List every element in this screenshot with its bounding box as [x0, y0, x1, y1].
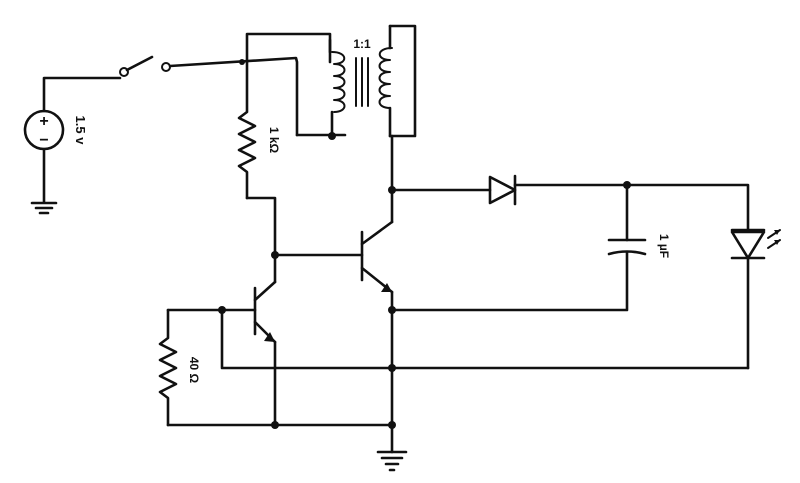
rectifier-diode — [488, 174, 517, 206]
transistor-q1 — [253, 280, 277, 344]
capacitor-value-label: 1 µF — [657, 234, 671, 258]
resistor-1k: 1 kΩ — [237, 60, 281, 200]
resistor-40-label: 40 Ω — [187, 357, 201, 384]
spst-switch — [119, 55, 171, 77]
junction-primary-left — [239, 59, 245, 65]
capacitor-1uf: 1 µF — [390, 183, 671, 312]
junction-return-crossing — [388, 364, 396, 372]
wire-base-to-led-return — [220, 308, 750, 370]
ground-symbol-main — [376, 450, 408, 472]
light-emitting-diode — [730, 228, 781, 370]
resistor-40: 40 Ω — [158, 308, 201, 427]
transistor-q2 — [360, 220, 394, 294]
junction-ground-q1 — [271, 421, 279, 429]
light-rays-icon — [767, 229, 781, 249]
battery-minus-sign: − — [39, 132, 48, 149]
ground-symbol-battery — [30, 201, 58, 215]
transformer-ratio-label: 1:1 — [353, 37, 371, 51]
battery-voltage-label: 1.5 v — [73, 116, 88, 146]
resistor-1k-label: 1 kΩ — [267, 127, 281, 154]
junction-transformer-bottom — [328, 132, 336, 140]
wire-resistor-to-base-node — [245, 196, 277, 257]
transformer-1-1: 1:1 — [245, 24, 417, 138]
wire-diode-to-led — [513, 183, 750, 232]
battery-source: + − 1.5 v — [23, 109, 88, 151]
wire-switch-to-primary — [168, 56, 299, 137]
battery-plus-sign: + — [39, 113, 48, 130]
wire-battery-top — [42, 76, 122, 113]
